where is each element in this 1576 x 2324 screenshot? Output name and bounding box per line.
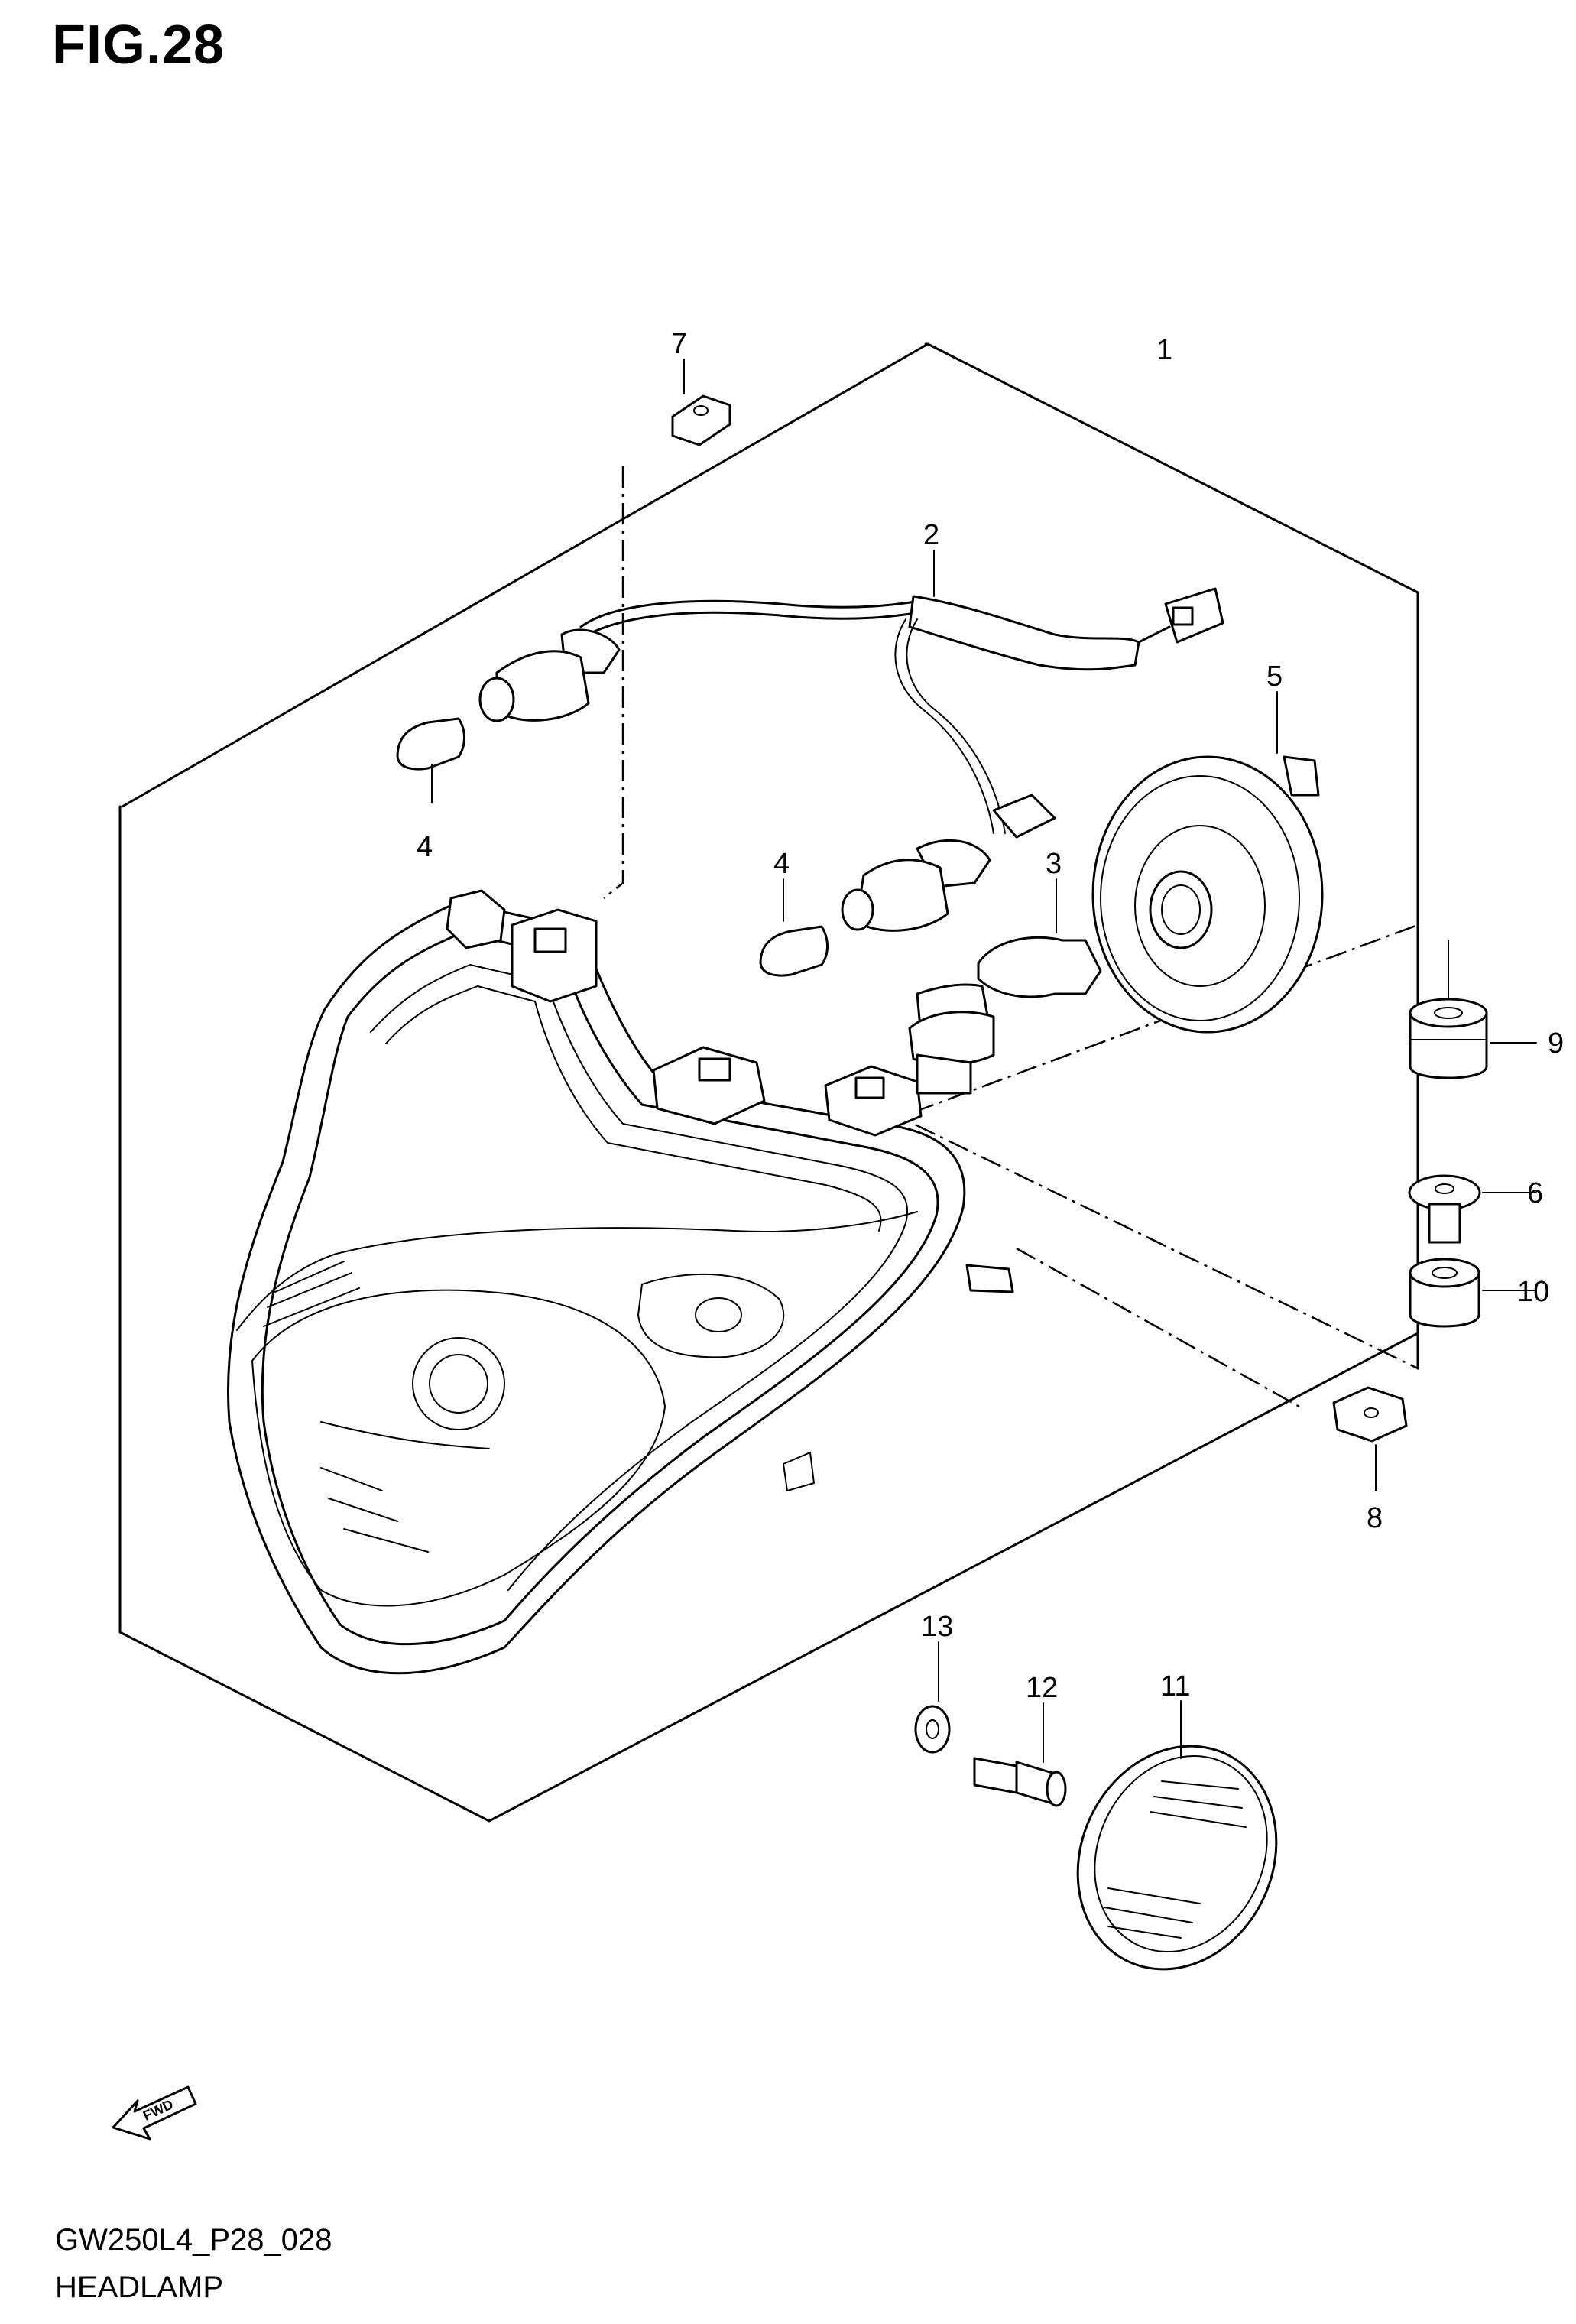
callout-2: 2 (923, 519, 939, 551)
callout-3: 3 (1046, 848, 1062, 880)
drawing-name: HEADLAMP (55, 2270, 224, 2304)
callout-4-lower: 4 (773, 848, 790, 880)
drawing-code: GW250L4_P28_028 (55, 2223, 332, 2257)
assembly-outline (118, 342, 1419, 1823)
callout-4-upper: 4 (417, 831, 433, 863)
callout-12: 12 (1026, 1672, 1058, 1704)
leader-7 (603, 466, 624, 899)
callout-1: 1 (1156, 334, 1172, 366)
fwd-arrow-icon: FWD (112, 2085, 197, 2141)
headlamp-bulb-3 (908, 878, 1102, 1095)
callout-8: 8 (1367, 1502, 1383, 1534)
reflector-11 (1076, 1700, 1278, 1971)
screw-12 (973, 1702, 1067, 1807)
clip-nut-8 (1332, 1386, 1408, 1491)
callout-10: 10 (1517, 1276, 1549, 1308)
callout-6: 6 (1527, 1177, 1543, 1209)
wiring-harness-2 (478, 550, 1224, 932)
bulb-4-upper (396, 717, 465, 803)
grommet-9 (1409, 940, 1537, 1079)
callout-13: 13 (921, 1611, 953, 1643)
callout-11: 11 (1160, 1670, 1190, 1702)
figure-title: FIG.28 (52, 15, 225, 76)
clip-nut-7 (671, 359, 731, 446)
callout-5: 5 (1266, 661, 1283, 693)
bulb-4-lower (759, 878, 829, 977)
callout-7: 7 (671, 328, 687, 360)
washer-13 (914, 1641, 951, 1754)
callout-9: 9 (1548, 1027, 1564, 1060)
grommet-10 (1409, 1258, 1537, 1328)
bolt-6 (1408, 1174, 1537, 1244)
headlamp-housing (226, 889, 1014, 1675)
bulb-cover-5 (1091, 691, 1324, 1034)
